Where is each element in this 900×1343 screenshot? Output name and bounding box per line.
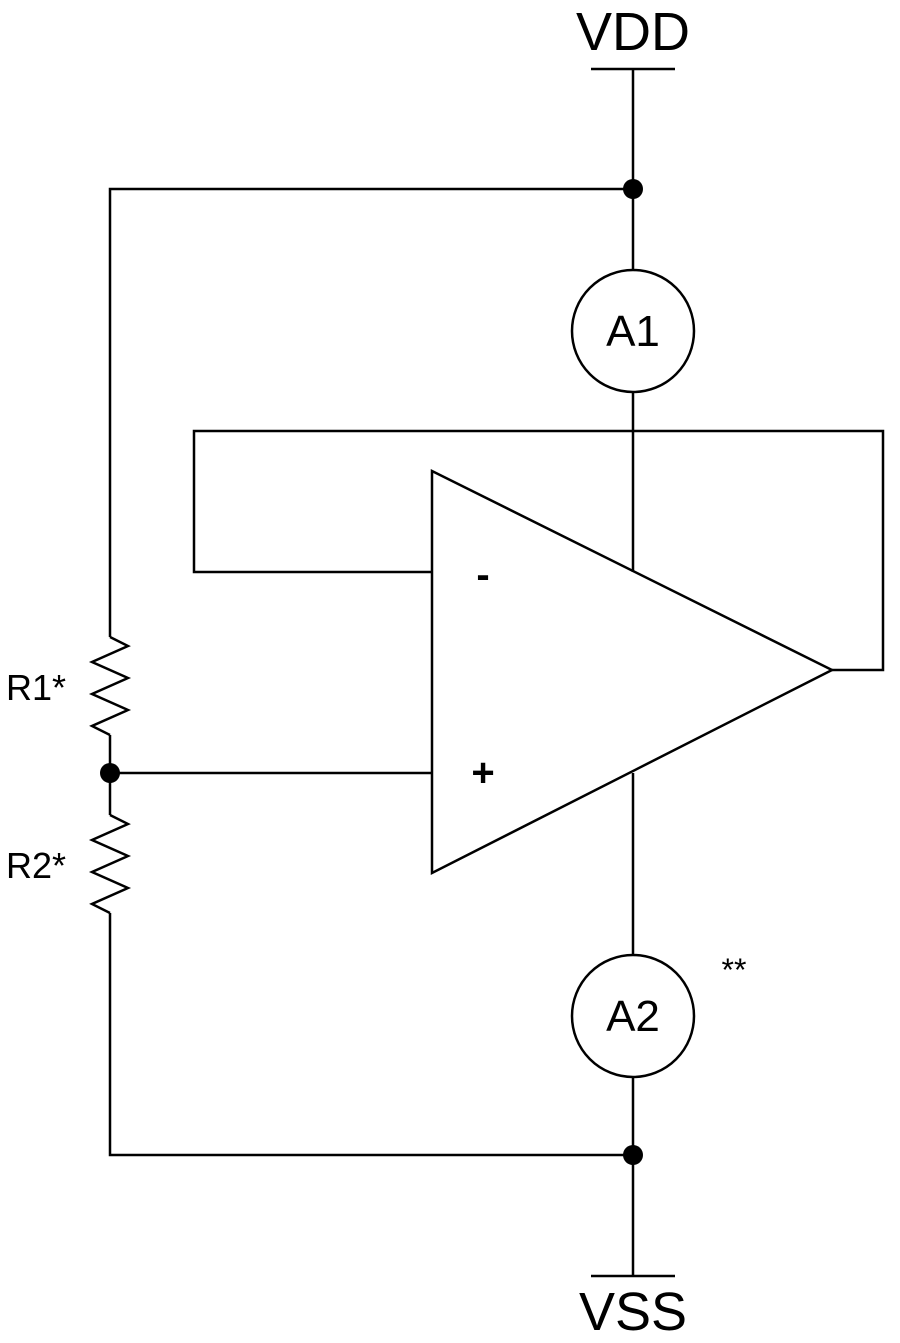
ammeter-a1-circle (570, 268, 696, 394)
vdd-supply: VDD (576, 2, 690, 71)
wire-top-node-to-r1 (108, 187, 633, 637)
opamp-non-inverting-input-sign: + (471, 751, 494, 795)
opamp: - + (430, 468, 835, 876)
ammeter-a2-note: ** (722, 952, 747, 988)
junction-bottom (623, 1145, 643, 1165)
ammeter-a2-circle (570, 953, 696, 1079)
vss-supply: VSS (579, 1274, 687, 1342)
vss-label: VSS (579, 1282, 687, 1342)
ammeter-a2: A2 ** (570, 952, 747, 1079)
ammeter-a1: A1 (570, 268, 696, 394)
wire-feedback-loop (192, 429, 885, 672)
opamp-triangle (430, 468, 835, 876)
wire-r2-to-bottom-node (108, 913, 633, 1157)
resistor-r2-zigzag (88, 813, 132, 915)
resistor-r2-label: R2* (6, 845, 66, 886)
resistor-r1-label: R1* (6, 667, 66, 708)
opamp-inverting-input-sign: - (476, 553, 489, 597)
ammeter-a1-label: A1 (606, 307, 660, 356)
resistor-r1-zigzag (88, 635, 132, 737)
resistor-r1: R1* (6, 635, 132, 737)
resistor-r2: R2* (6, 813, 132, 915)
vdd-label: VDD (576, 2, 690, 62)
ammeter-a2-label: A2 (606, 992, 660, 1041)
